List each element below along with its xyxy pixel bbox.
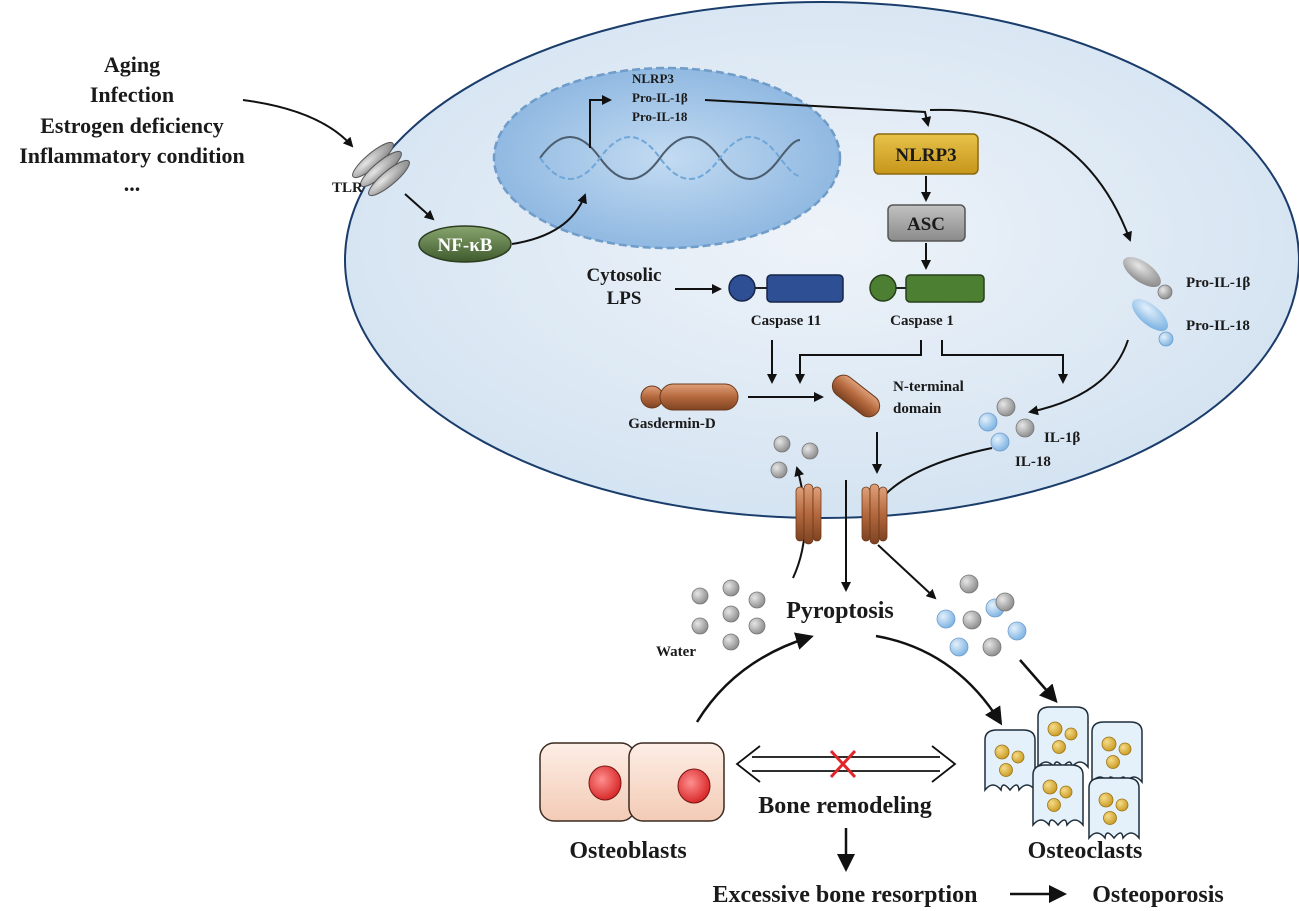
osteoclast-cell: [1091, 721, 1143, 785]
osteoclast-cell: [1088, 777, 1140, 841]
osteoblasts-label: Osteoblasts: [569, 838, 686, 864]
osteoclast-nucleus: [1011, 750, 1025, 764]
osteoclast-cells: [984, 706, 1143, 841]
il18-label: IL-18: [1015, 454, 1051, 470]
osteoclast-cell: [1032, 764, 1084, 828]
gasdermin-d-node: [640, 383, 739, 411]
osteoclast-nucleus: [1064, 727, 1078, 741]
osteoclast-nucleus: [1115, 798, 1129, 812]
osteoclast-nucleus: [1047, 721, 1063, 737]
osteoclast-cell: [1037, 706, 1089, 770]
excessive-resorption-label: Excessive bone resorption: [713, 882, 978, 908]
lps-label: LPS: [607, 288, 642, 309]
bone-remodeling-label: Bone remodeling: [758, 793, 932, 819]
arrow-tlr-nfkb: [404, 193, 435, 221]
water-molecules: [691, 579, 766, 651]
caspase1-node: [869, 274, 985, 303]
arrow-il-release: [877, 544, 937, 600]
tlr-receptor: [352, 141, 410, 197]
trigger-inflammatory: Inflammatory condition: [19, 143, 245, 168]
caspase1-label: Caspase 1: [890, 313, 954, 329]
gsdmd-pore-left: [795, 483, 822, 545]
gsdmd-pore-right: [861, 483, 888, 545]
osteoclast-nucleus: [999, 763, 1013, 777]
caspase11-node: [728, 274, 844, 303]
n-terminal-label-1: N-terminal: [893, 379, 964, 395]
osteoclast-nucleus: [1101, 736, 1117, 752]
arrow-nfkb-dna: [511, 193, 587, 245]
osteoclast-nucleus: [994, 744, 1010, 760]
il1b-label: IL-1β: [1044, 430, 1080, 446]
arrow-genes-nlrp3: [704, 99, 932, 127]
caspase11-label: Caspase 11: [751, 313, 821, 329]
arrow-caspase1-il: [941, 340, 1068, 384]
block-x-icon: [829, 749, 857, 779]
osteoclast-cell: [984, 729, 1036, 793]
osteoclast-nucleus: [1059, 785, 1073, 799]
pro-il1b-node: [1123, 256, 1173, 300]
bone-remodeling-arrow: [735, 745, 957, 783]
arrow-osteoblast-pyroptosis: [695, 632, 814, 723]
dna-helix: [539, 136, 801, 180]
arrow-proil-il: [1028, 339, 1129, 416]
osteoclast-nucleus: [1052, 740, 1066, 754]
osteoclast-nucleus: [1118, 742, 1132, 756]
arrow-pyroptosis-osteoclast: [875, 634, 1003, 726]
transcription-arrow: [589, 95, 612, 148]
osteoclast-nucleus: [1103, 811, 1117, 825]
arrow-genes-proil: [929, 108, 1132, 242]
arrow-caspase1-gsdmd: [795, 340, 922, 384]
osteoporosis-label: Osteoporosis: [1092, 882, 1224, 908]
nfkb-node: [418, 225, 512, 263]
nfkb-label: NF-κB: [438, 235, 493, 256]
nlrp3-label: NLRP3: [895, 145, 956, 166]
trigger-infection: Infection: [90, 82, 174, 107]
arrow-il-osteoclasts: [1019, 659, 1058, 704]
osteoclast-nucleus: [1042, 779, 1058, 795]
water-label: Water: [656, 644, 696, 660]
n-terminal-node: [831, 374, 881, 418]
osteoclasts-label: Osteoclasts: [1028, 838, 1143, 864]
pro-il18-node: [1131, 298, 1174, 347]
n-terminal-label-2: domain: [893, 401, 942, 417]
grey-molecules-inside: [770, 435, 819, 479]
pyroptosis-label: Pyroptosis: [786, 598, 894, 624]
asc-box: [887, 204, 966, 242]
osteoclast-nucleus: [1106, 755, 1120, 769]
pro-il1b-label: Pro-IL-1β: [1186, 275, 1250, 291]
il-cluster-extracellular: [936, 574, 1027, 657]
trigger-estrogen: Estrogen deficiency: [40, 113, 224, 138]
gene-nlrp3: NLRP3: [632, 71, 674, 86]
cytosolic-label: Cytosolic: [587, 265, 662, 286]
gene-pro-il1b: Pro-IL-1β: [632, 90, 688, 105]
osteoclast-nucleus: [1098, 792, 1114, 808]
tlr-label: TLR: [332, 180, 363, 196]
osteoblast-cells: [539, 742, 725, 822]
gasdermin-d-label: Gasdermin-D: [628, 416, 716, 432]
gene-pro-il18: Pro-IL-18: [632, 109, 688, 124]
asc-label: ASC: [907, 214, 945, 235]
il-cluster-intracellular: [978, 397, 1035, 452]
pro-il18-label: Pro-IL-18: [1186, 318, 1250, 334]
trigger-aging: Aging: [104, 52, 160, 77]
osteoclast-nucleus: [1047, 798, 1061, 812]
nlrp3-box: [873, 133, 979, 175]
trigger-ellipsis: ...: [124, 171, 141, 196]
arrow-triggers-tlr: [242, 99, 354, 148]
